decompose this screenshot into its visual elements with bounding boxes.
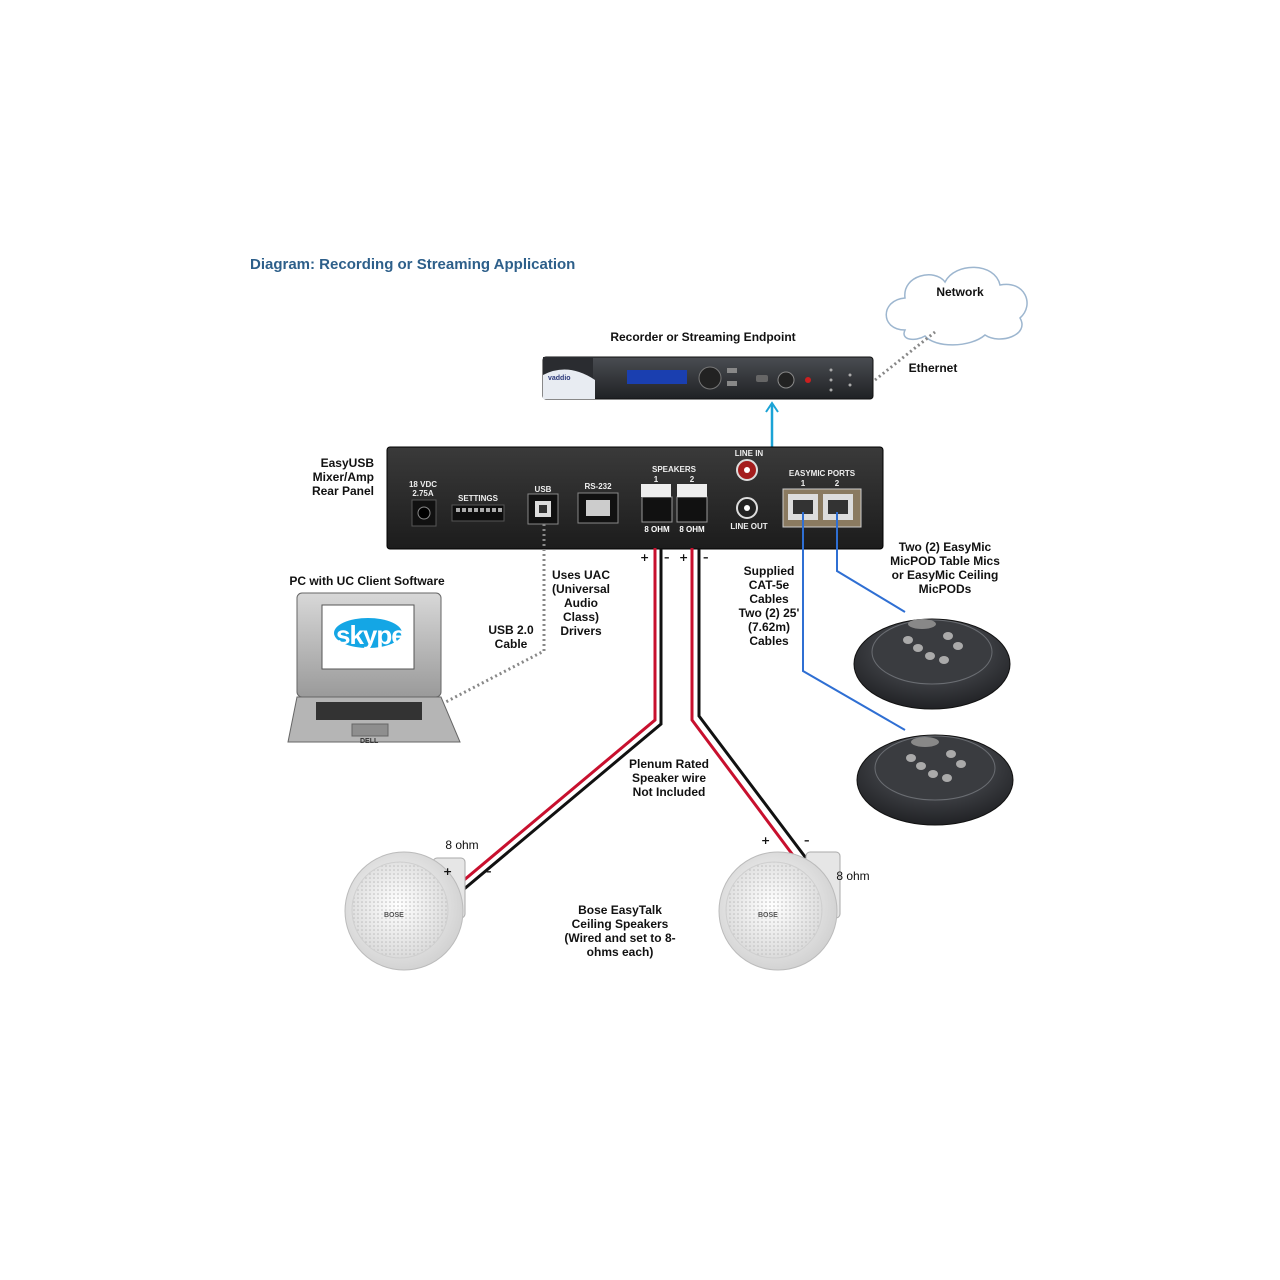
minus-sign-1: – xyxy=(664,551,670,564)
cat5-line-5: (7.62m) xyxy=(747,620,791,634)
vaddio-logo: vaddio xyxy=(548,375,571,382)
plenum-line-3: Not Included xyxy=(632,785,706,799)
power-label: 18 VDC 2.75A xyxy=(400,480,446,498)
ethernet-label: Ethernet xyxy=(908,361,958,375)
speaker-wire-right xyxy=(690,548,829,891)
speaker-wire-left xyxy=(444,548,663,902)
cat5-line-3: Cables xyxy=(749,592,789,606)
recorder-device xyxy=(542,356,874,400)
speaker-2-label: 2 xyxy=(689,475,695,484)
plenum-wire-label: Plenum Rated Speaker wire Not Included xyxy=(614,757,724,799)
plenum-line-2: Speaker wire xyxy=(631,771,707,785)
uac-drivers-label: Uses UAC (Universal Audio Class) Drivers xyxy=(543,568,619,638)
easyusb-rear-panel xyxy=(386,446,884,550)
ceiling-speaker-right xyxy=(718,851,841,971)
network-label: Network xyxy=(936,285,984,299)
plus-sign-left-speaker: + xyxy=(443,865,453,878)
cat5-line-6: Cables xyxy=(749,634,789,648)
minus-sign-right-speaker: – xyxy=(804,834,810,847)
bose-logo-right: BOSE xyxy=(758,912,778,919)
line-out-label: LINE OUT xyxy=(730,522,768,531)
easyusb-label-line-2: Mixer/Amp xyxy=(312,470,374,484)
plus-sign-2: + xyxy=(679,551,689,564)
ohm-label-right: 8 ohm xyxy=(836,869,870,883)
micpod-1 xyxy=(853,618,1011,710)
micpods-line-2: MicPOD Table Mics xyxy=(890,554,1000,568)
usb-port-label: USB xyxy=(534,485,552,494)
laptop-pc xyxy=(287,592,461,743)
speakers-label: SPEAKERS xyxy=(651,465,696,474)
line-in-label: LINE IN xyxy=(734,449,764,458)
micpods-label: Two (2) EasyMic MicPOD Table Mics or Eas… xyxy=(870,540,1020,596)
port-1-label: 1 xyxy=(800,479,806,488)
usb-cable-label-line-2: Cable xyxy=(494,637,528,651)
ceiling-speaker-left xyxy=(344,851,466,971)
power-label-line-2: 2.75A xyxy=(412,489,434,498)
skype-logo: skype xyxy=(336,620,406,650)
usb-cable-label-line-1: USB 2.0 xyxy=(488,623,534,637)
uac-line-4: Class) xyxy=(562,610,600,624)
ohm-port-2-label: 8 OHM xyxy=(679,525,705,534)
easymic-ports-label: EASYMIC PORTS xyxy=(788,469,856,478)
diagram-title: Diagram: Recording or Streaming Applicat… xyxy=(250,256,576,273)
bose-line-3: (Wired and set to 8- xyxy=(564,931,676,945)
port-2-label: 2 xyxy=(834,479,840,488)
bose-logo-left: BOSE xyxy=(384,912,404,919)
bose-speakers-label: Bose EasyTalk Ceiling Speakers (Wired an… xyxy=(550,903,690,959)
power-label-line-1: 18 VDC xyxy=(408,480,437,489)
plus-sign-1: + xyxy=(640,551,650,564)
cat5-line-1: Supplied xyxy=(743,564,795,578)
usb-cable xyxy=(437,524,546,708)
micpods-line-3: or EasyMic Ceiling xyxy=(891,568,999,582)
bose-line-4: ohms each) xyxy=(586,945,654,959)
micpods-line-1: Two (2) EasyMic xyxy=(898,540,992,554)
recorder-label: Recorder or Streaming Endpoint xyxy=(610,330,796,344)
network-cloud xyxy=(885,266,1028,346)
minus-sign-left-speaker: – xyxy=(486,865,492,878)
rs232-label: RS-232 xyxy=(584,482,612,491)
plenum-line-1: Plenum Rated xyxy=(628,757,709,771)
ohm-label-left: 8 ohm xyxy=(445,838,479,852)
dell-logo: DELL xyxy=(360,738,379,745)
cat5-cable-2 xyxy=(836,512,906,613)
micpod-2 xyxy=(856,734,1014,826)
easyusb-label-line-3: Rear Panel xyxy=(311,484,374,498)
bose-line-1: Bose EasyTalk xyxy=(578,903,662,917)
uac-line-2: (Universal xyxy=(551,582,611,596)
plus-sign-right-speaker: + xyxy=(761,834,771,847)
bose-line-2: Ceiling Speakers xyxy=(571,917,669,931)
ohm-port-1-label: 8 OHM xyxy=(644,525,670,534)
micpods-line-4: MicPODs xyxy=(918,582,972,596)
speaker-1-label: 1 xyxy=(653,475,659,484)
easyusb-label: EasyUSB Mixer/Amp Rear Panel xyxy=(290,456,374,498)
uac-line-5: Drivers xyxy=(560,624,602,638)
uac-line-3: Audio xyxy=(564,596,598,610)
easyusb-label-line-1: EasyUSB xyxy=(320,456,374,470)
pc-label: PC with UC Client Software xyxy=(289,574,445,588)
uac-line-1: Uses UAC xyxy=(551,568,611,582)
usb-cable-label: USB 2.0 Cable xyxy=(476,623,546,651)
cat5-line-2: CAT-5e xyxy=(748,578,790,592)
cat5-cables-label: Supplied CAT-5e Cables Two (2) 25' (7.62… xyxy=(730,564,808,648)
cat5-line-4: Two (2) 25' xyxy=(738,606,800,620)
cat5-cable-1 xyxy=(802,512,906,731)
minus-sign-2: – xyxy=(703,551,709,564)
settings-label: SETTINGS xyxy=(457,494,498,503)
